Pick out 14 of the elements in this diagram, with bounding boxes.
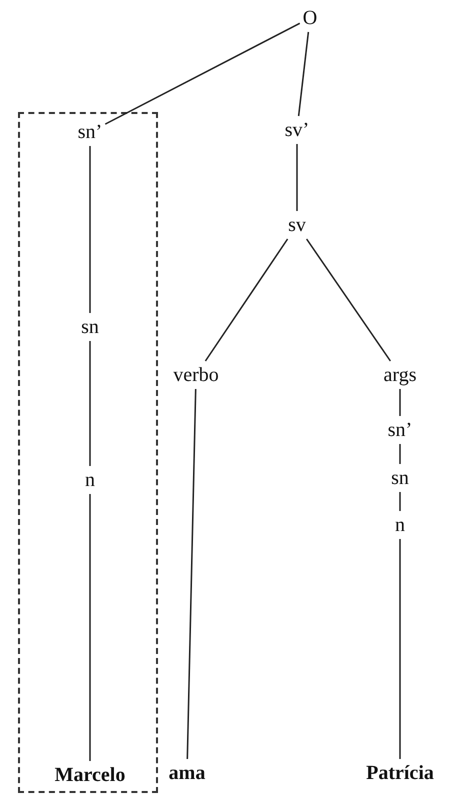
tree-branch (89, 341, 91, 466)
tree-branch (296, 144, 298, 211)
dashed-group-frame (18, 112, 158, 793)
tree-branch (104, 22, 300, 125)
tree-branch (399, 444, 401, 464)
tree-branch (186, 388, 196, 760)
tree-branch (399, 389, 401, 416)
tree-branch (298, 32, 310, 116)
tree-branch (204, 238, 288, 362)
tree-branch (399, 492, 401, 511)
tree-branch (89, 494, 91, 761)
tree-branch (399, 539, 401, 759)
tree-branch (306, 238, 391, 362)
tree-branch (89, 146, 91, 313)
